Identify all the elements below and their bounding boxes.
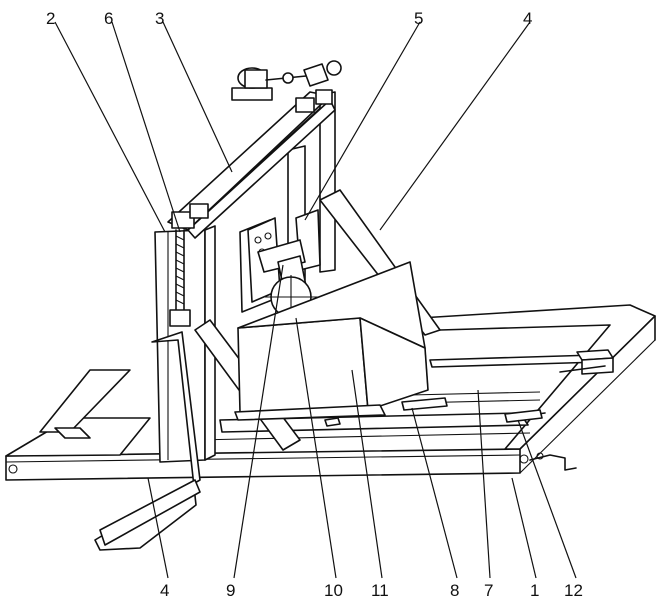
cutting-head <box>239 217 318 320</box>
callout-1: 1 <box>530 581 539 600</box>
callout-10: 10 <box>324 581 343 600</box>
callout-5: 5 <box>414 9 423 28</box>
callout-9: 9 <box>226 581 235 600</box>
callout-8: 8 <box>450 581 459 600</box>
slide-rail <box>401 397 448 411</box>
callout-4-top: 4 <box>523 9 532 28</box>
callout-11: 11 <box>371 581 389 600</box>
leader-lines <box>54 21 577 579</box>
callout-7: 7 <box>484 581 493 600</box>
callout-4-bottom: 4 <box>160 581 169 600</box>
callout-3: 3 <box>155 9 164 28</box>
base-frame <box>5 304 656 481</box>
lead-screw <box>169 229 191 327</box>
callout-labels: 2 6 3 5 4 4 9 10 11 8 7 1 12 <box>46 9 583 600</box>
callout-2: 2 <box>46 9 55 28</box>
callout-12: 12 <box>564 581 583 600</box>
callout-6: 6 <box>104 9 113 28</box>
